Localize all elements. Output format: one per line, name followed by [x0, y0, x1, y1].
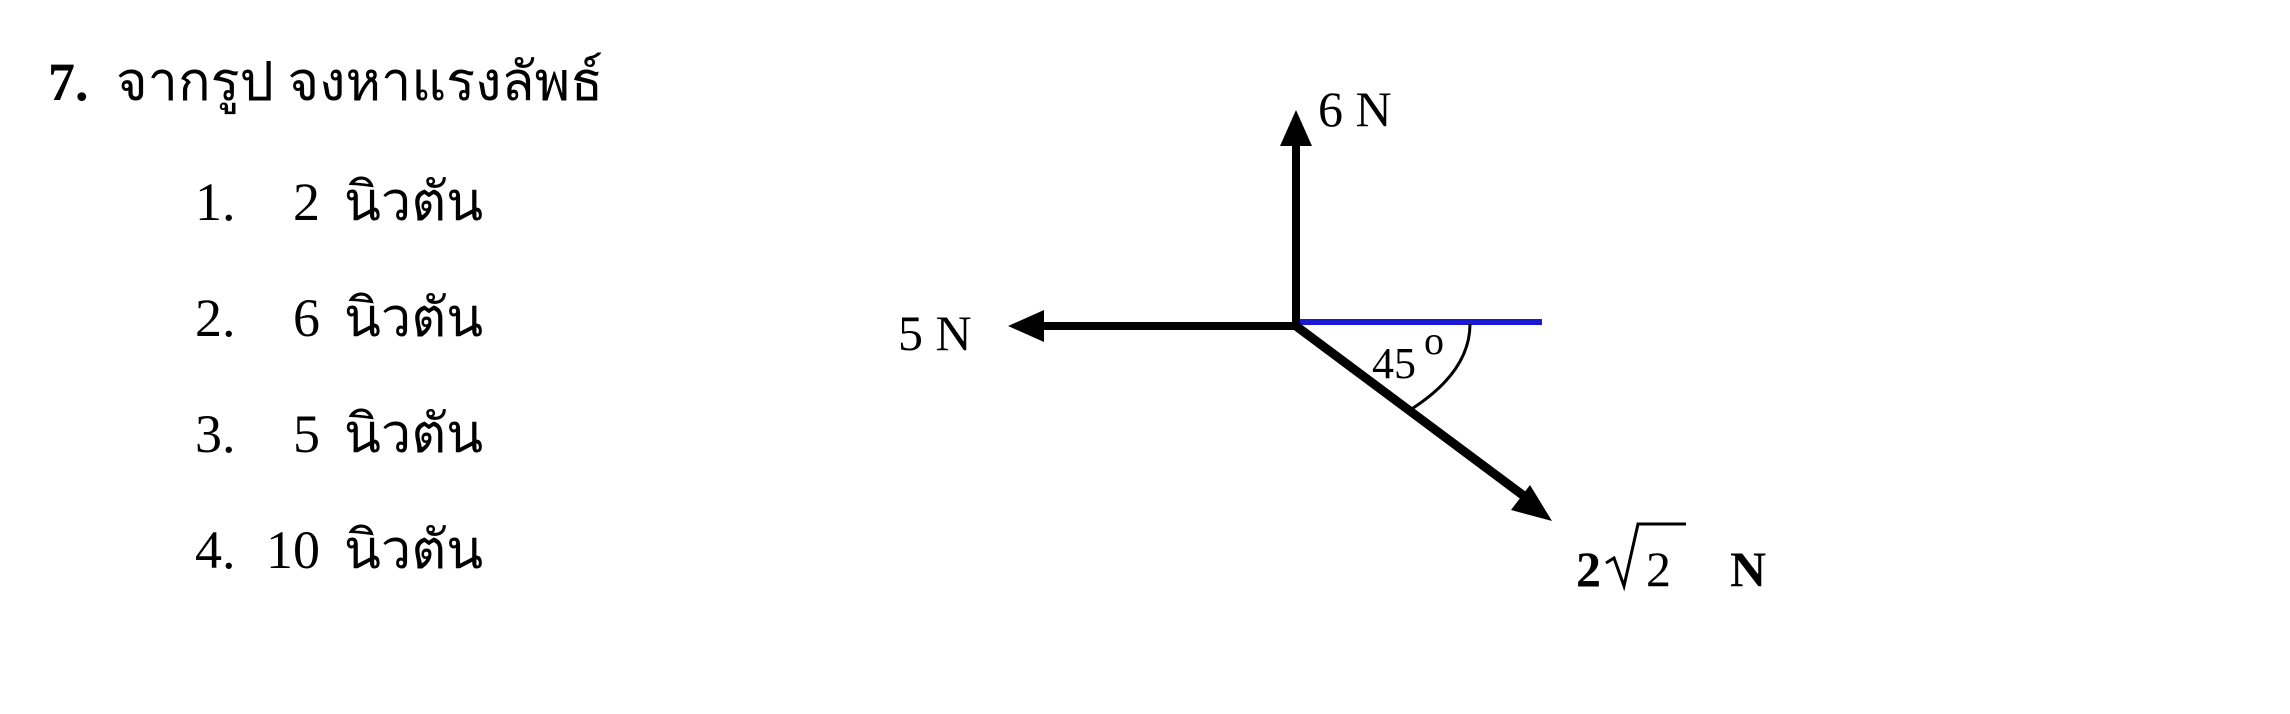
question-text: จากรูป จงหาแรงลัพธ์	[116, 52, 604, 112]
choice-unit: นิวตัน	[344, 172, 484, 232]
choice-4[interactable]: 4. 10 นิวตัน	[195, 508, 483, 592]
choice-unit: นิวตัน	[344, 288, 484, 348]
choice-number: 4.	[195, 520, 236, 580]
angle-label: 45	[1372, 339, 1416, 388]
choice-number: 2.	[195, 288, 236, 348]
choice-value: 6	[293, 288, 320, 348]
question-stem: 7. จากรูป จงหาแรงลัพธ์	[48, 40, 603, 124]
choice-value: 2	[293, 172, 320, 232]
choice-value: 5	[293, 404, 320, 464]
force-diag-coefficient: 2	[1576, 541, 1601, 597]
force-diag-radicand: 2	[1646, 541, 1671, 597]
choice-3[interactable]: 3. 5 นิวตัน	[195, 392, 483, 476]
force-arrow-left	[1008, 310, 1296, 342]
choice-unit: นิวตัน	[344, 404, 484, 464]
choice-number: 3.	[195, 404, 236, 464]
choice-2[interactable]: 2. 6 นิวตัน	[195, 276, 483, 360]
angle-degree-symbol: o	[1424, 318, 1444, 363]
force-arrow-diagonal	[1293, 322, 1552, 521]
sqrt-icon	[1605, 522, 1686, 592]
angle-arc	[1409, 323, 1472, 412]
choice-1[interactable]: 1. 2 นิวตัน	[195, 160, 483, 244]
force-arrow-up	[1280, 110, 1312, 326]
choice-value: 10	[266, 520, 320, 580]
choice-unit: นิวตัน	[344, 520, 484, 580]
force-diag-unit: N	[1730, 541, 1766, 597]
question-number: 7.	[48, 52, 89, 112]
force-up-label: 6 N	[1318, 81, 1392, 137]
angle-value: 45	[1372, 339, 1416, 388]
force-left-label: 5 N	[898, 305, 972, 361]
choice-number: 1.	[195, 172, 236, 232]
